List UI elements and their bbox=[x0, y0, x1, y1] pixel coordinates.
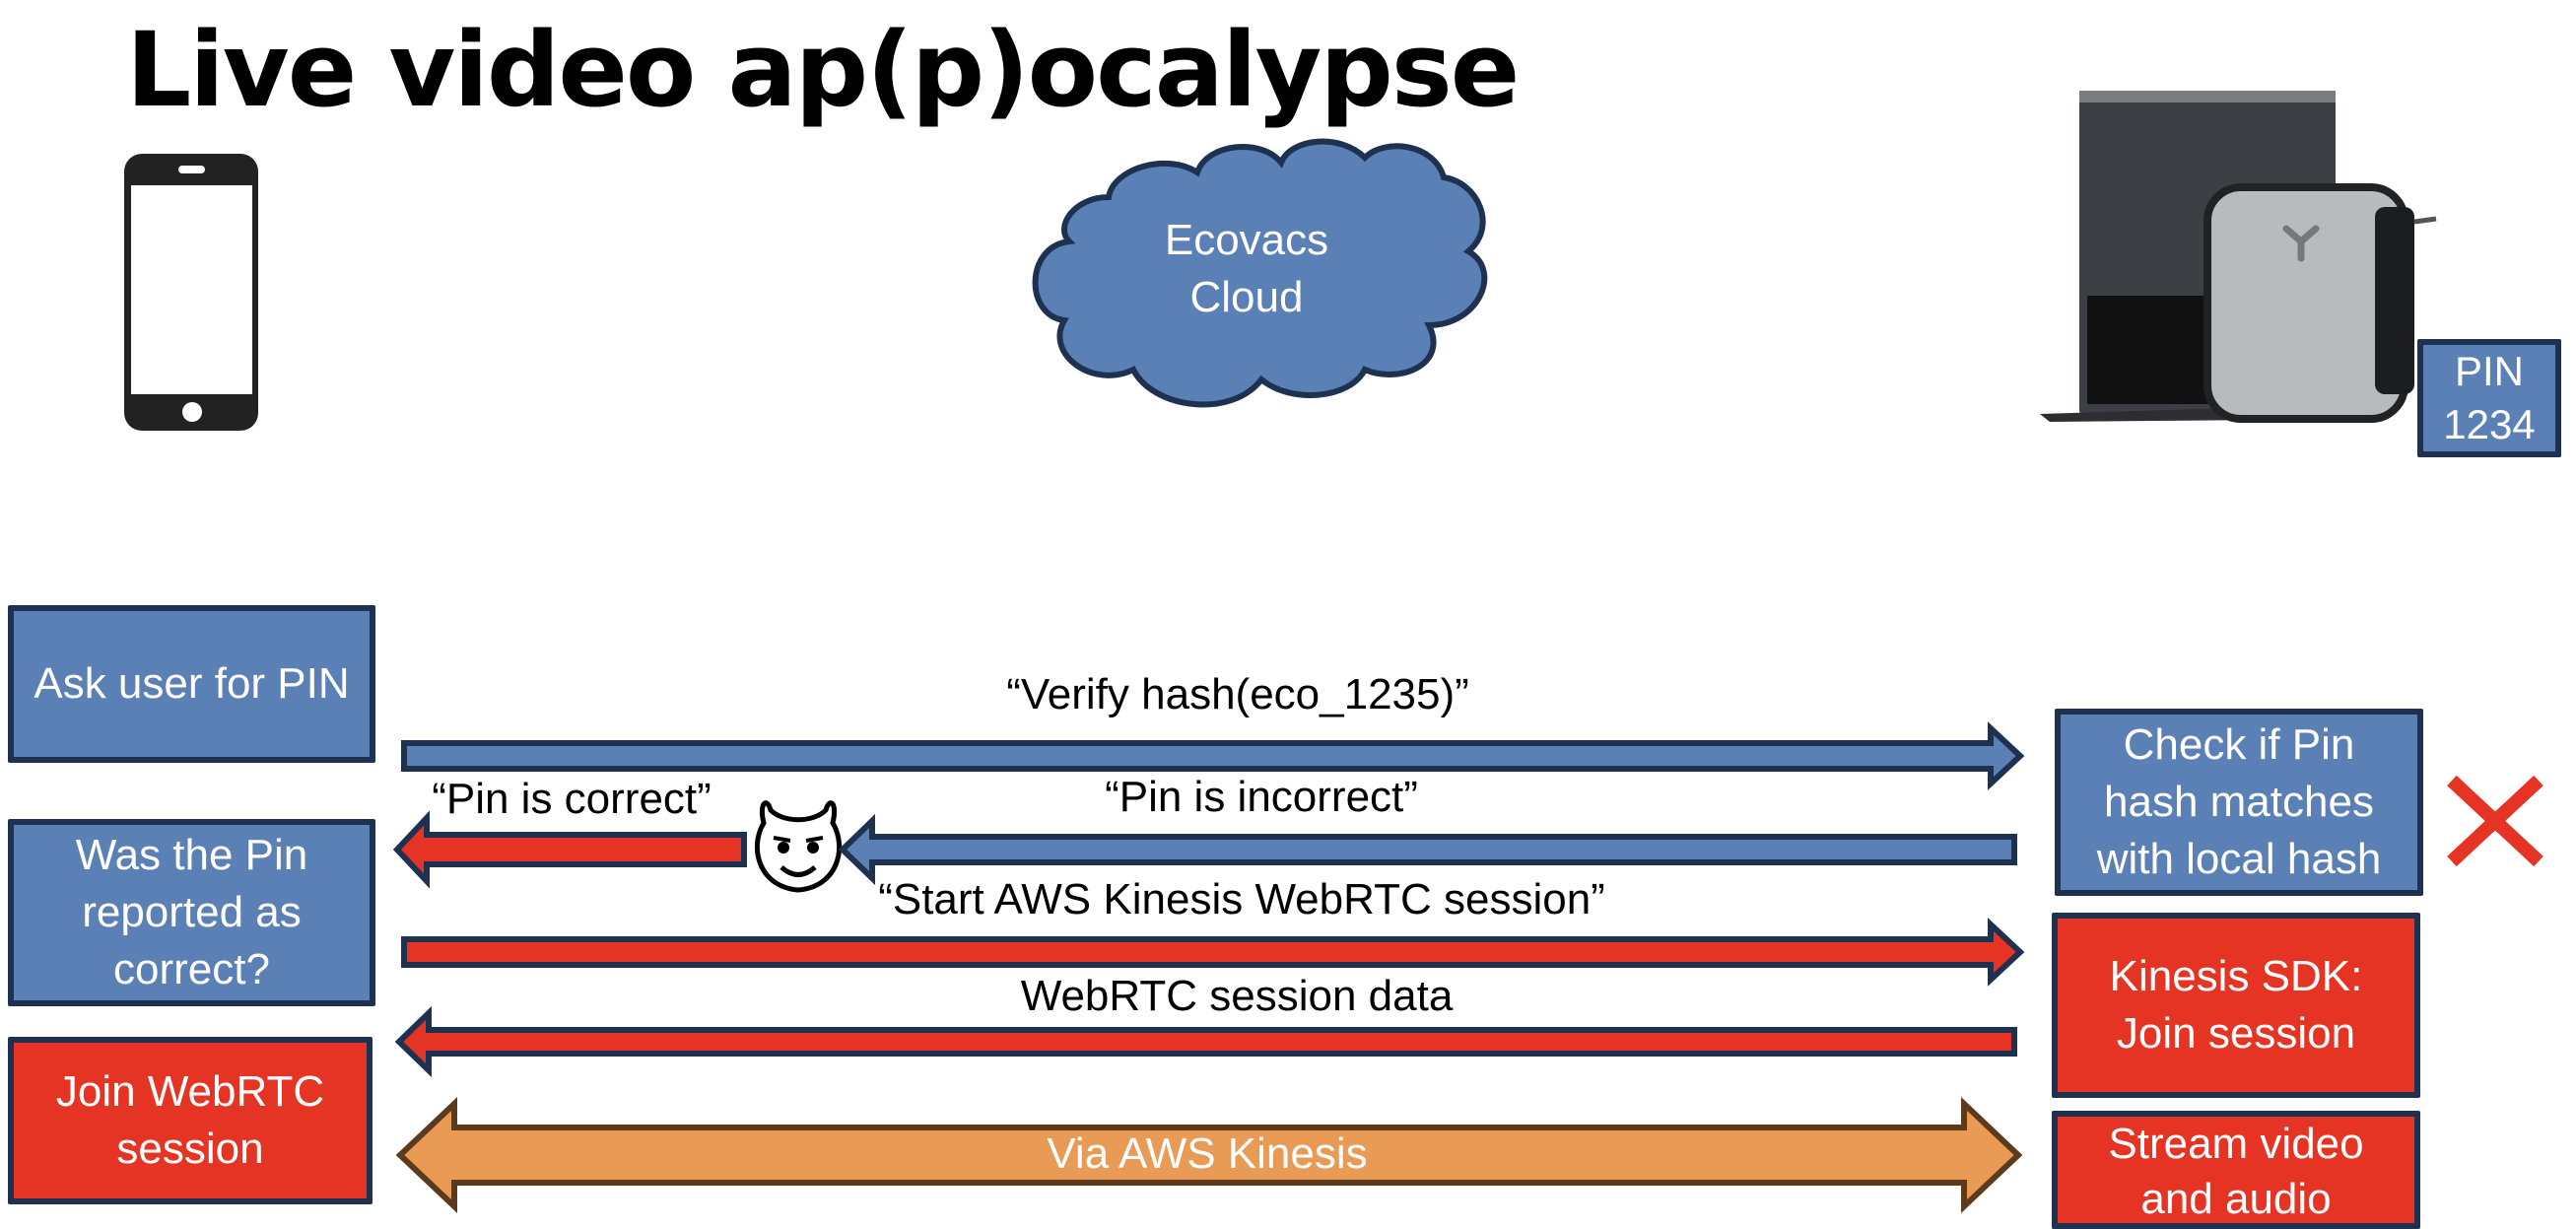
step-ask-user-for-pin: Ask user for PIN bbox=[8, 605, 375, 763]
slide-title: Live video ap(p)ocalypse bbox=[126, 10, 1520, 130]
message-arrows bbox=[392, 721, 2025, 1213]
cloud-label-line1: Ecovacs bbox=[1164, 216, 1329, 264]
arrow-verify-hash bbox=[401, 721, 2025, 790]
step-was-pin-reported-correct: Was the Pin reported as correct? bbox=[8, 819, 375, 1006]
arrow-pin-incorrect bbox=[838, 813, 2017, 886]
message-pin-correct: “Pin is correct” bbox=[432, 775, 712, 823]
message-start-kinesis-session: “Start AWS Kinesis WebRTC session” bbox=[878, 875, 1605, 923]
cloud-shape bbox=[1032, 138, 1488, 408]
message-via-aws-kinesis: Via AWS Kinesis bbox=[1047, 1129, 1368, 1178]
step-check-pin-hash: Check if Pin hash matches with local has… bbox=[2055, 709, 2423, 896]
arrow-via-aws-kinesis bbox=[395, 1097, 2023, 1213]
arrow-webrtc-session-data bbox=[394, 1005, 2017, 1078]
message-verify-hash: “Verify hash(eco_1235)” bbox=[1006, 670, 1469, 718]
message-pin-incorrect: “Pin is incorrect” bbox=[1105, 773, 1418, 821]
arrow-start-kinesis bbox=[401, 918, 2025, 987]
message-webrtc-session-data: WebRTC session data bbox=[1020, 972, 1454, 1020]
arrow-pin-correct bbox=[392, 810, 747, 889]
pin-box: PIN 1234 bbox=[2417, 339, 2561, 457]
step-stream-video-audio: Stream video and audio bbox=[2052, 1111, 2420, 1229]
cloud-label-line2: Cloud bbox=[1189, 273, 1304, 321]
cloud-label: Ecovacs Cloud bbox=[1165, 212, 1328, 326]
step-kinesis-sdk-join: Kinesis SDK: Join session bbox=[2052, 913, 2420, 1098]
devil-face-icon bbox=[754, 800, 843, 893]
red-x-icon bbox=[2447, 775, 2543, 867]
robot-vacuum-image bbox=[2040, 91, 2437, 423]
step-join-webrtc-session: Join WebRTC session bbox=[8, 1037, 373, 1204]
smartphone-icon bbox=[124, 154, 258, 431]
